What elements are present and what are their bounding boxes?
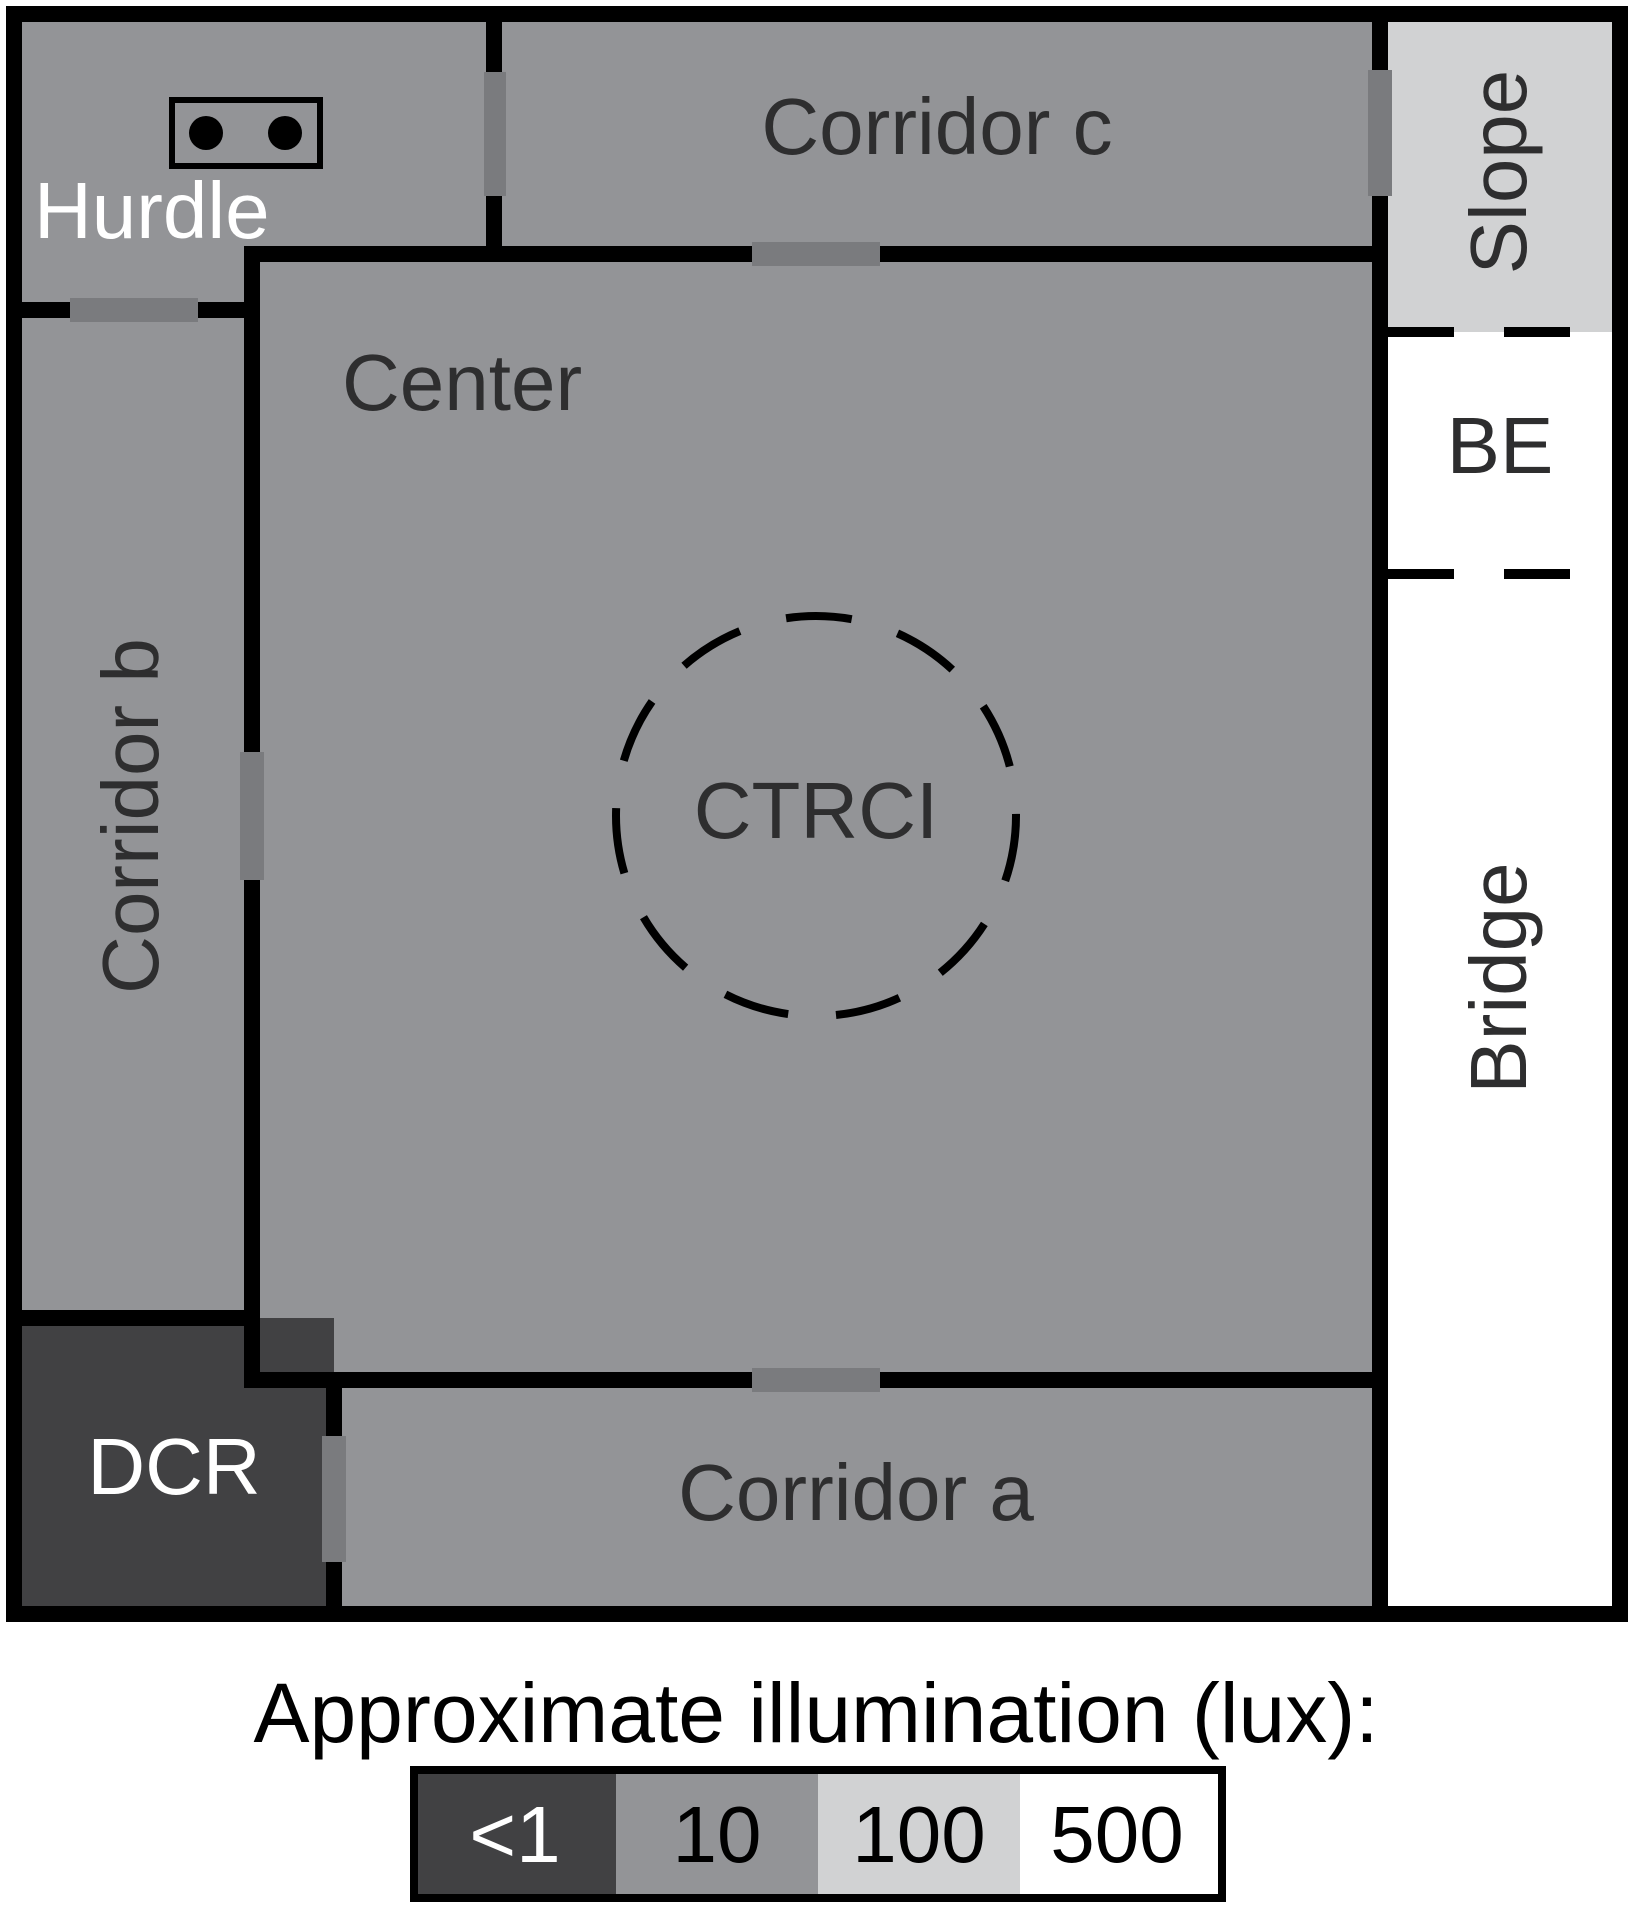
outer-wall [6,6,1628,1622]
corridor-c-zone [500,14,1380,254]
ctrci-circle [612,612,1020,1020]
slope-zone [1380,14,1620,332]
legend-title: Approximate illumination (lux): [253,1666,1378,1760]
corridor-a-zone [334,1380,1380,1614]
bridge-zone [1380,574,1620,1614]
be-boundaries [1388,327,1612,579]
legend-swatch-mid [616,1770,818,1898]
legend-label-bright: 500 [1050,1790,1183,1879]
doorway-dcr-corridor-a [322,1436,346,1562]
doorway-center-corridor-a [752,1368,880,1392]
doorway-corridor-b-center [240,752,264,880]
center-zone [252,254,1380,1380]
doorway-hurdle-corridor-c [484,72,506,196]
doorway-corridor-c-slope [1368,70,1392,196]
dcr-label: DCR [87,1422,260,1511]
legend-label-mid: 10 [673,1790,762,1879]
doorway-corridor-c-center [752,242,880,266]
legend-swatch-bright [1020,1770,1222,1898]
corridor-b-label: Corridor b [86,638,175,994]
corridor-b-zone [14,306,252,1318]
center-label: Center [342,338,582,427]
legend-swatch-dark [414,1770,616,1898]
be-zone [1380,332,1620,574]
corridor-c-label: Corridor c [761,82,1112,171]
be-label: BE [1447,401,1554,490]
slope-label: Slope [1454,70,1543,275]
legend-label-light: 100 [852,1790,985,1879]
corridor-a-label: Corridor a [678,1448,1034,1537]
doorways [70,70,1392,1562]
dcr-zone [14,1318,334,1614]
illumination-legend: <1 10 100 500 [410,1766,1226,1902]
hurdle-label: Hurdle [34,166,270,255]
bridge-label: Bridge [1454,862,1543,1093]
hurdle-icon [169,97,323,169]
legend-label-dark: <1 [469,1790,560,1879]
doorway-hurdle-corridor-b [70,298,198,322]
ctrci-label: CTRCI [694,766,938,855]
legend-swatch-light [818,1770,1020,1898]
legend-frame [410,1766,1226,1902]
